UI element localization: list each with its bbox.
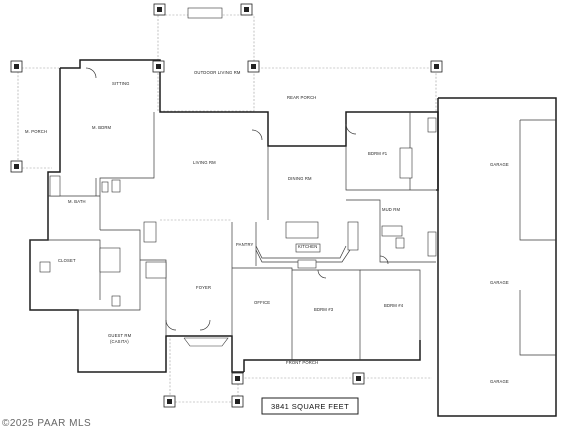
post (152, 60, 165, 73)
room-label-office: OFFICE (254, 300, 270, 305)
room-label-bdrm3: BDRM #3 (314, 307, 334, 312)
room-label-pantry: PANTRY (236, 242, 254, 247)
post (10, 60, 23, 73)
door-swings (85, 67, 389, 331)
room-label-sitting: SITTING (112, 81, 130, 86)
post (163, 395, 176, 408)
room-label-mud: MUD RM (382, 207, 400, 212)
room-label-casita: (CASITA) (110, 339, 129, 344)
post (240, 3, 253, 16)
room-label-kitchen: KITCHEN (298, 244, 317, 249)
fixtures (39, 117, 437, 347)
room-label-bdrm4: BDRM #4 (384, 303, 404, 308)
square-footage-box: 3841 SQUARE FEET (261, 397, 359, 415)
post (153, 3, 166, 16)
room-label-garage-2: GARAGE (490, 280, 509, 285)
room-label-rear-porch: REAR PORCH (287, 95, 316, 100)
post (352, 372, 365, 385)
fireplace (187, 7, 223, 19)
room-label-living: LIVING RM (193, 160, 216, 165)
room-labels: SITTING OUTDOOR LIVING RM REAR PORCH M. … (25, 70, 509, 384)
room-label-garage-1: GARAGE (490, 162, 509, 167)
post (430, 60, 443, 73)
room-label-m-bath: M. BATH (68, 199, 86, 204)
room-label-guest: GUEST RM (108, 333, 132, 338)
porch-posts (10, 3, 443, 408)
room-label-m-bdrm: M. BDRM (92, 125, 112, 130)
kitchen-counters (255, 221, 359, 269)
room-label-outdoor-living: OUTDOOR LIVING RM (194, 70, 241, 75)
room-label-foyer: FOYER (196, 285, 211, 290)
room-label-bdrm1: BDRM #1 (368, 151, 388, 156)
room-label-dining: DINING RM (288, 176, 312, 181)
mls-watermark: ©2025 PAAR MLS (2, 418, 92, 429)
post (231, 395, 244, 408)
room-label-garage-3: GARAGE (490, 379, 509, 384)
room-label-closet: CLOSET (58, 258, 76, 263)
post (247, 60, 260, 73)
post (231, 372, 244, 385)
post (10, 160, 23, 173)
interior-walls (30, 112, 556, 360)
room-label-front-porch: FRONT PORCH (286, 360, 318, 365)
room-label-m-porch: M. PORCH (25, 129, 47, 134)
square-footage-text: 3841 SQUARE FEET (271, 402, 349, 411)
